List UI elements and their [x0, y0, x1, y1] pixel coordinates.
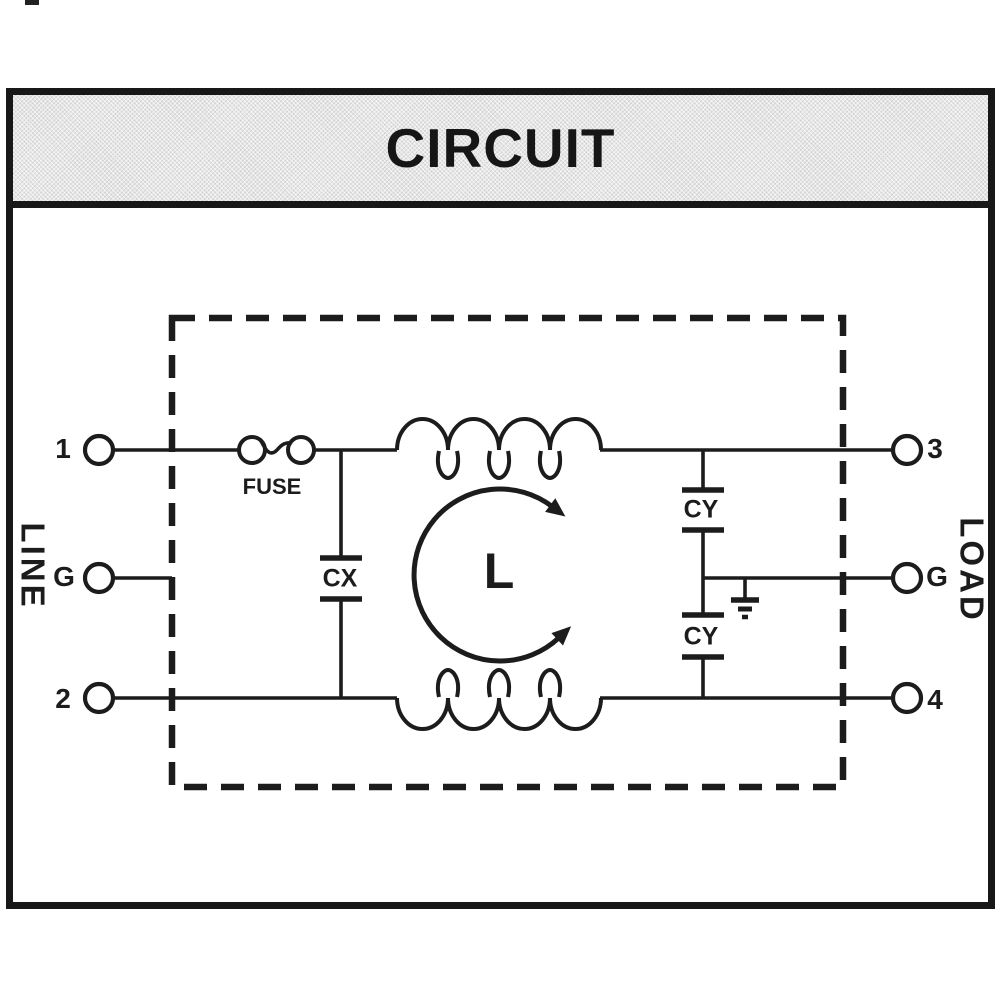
fuse-symbol: [237, 435, 316, 465]
choke-top-petal-3: [538, 450, 562, 481]
choke-bottom-petal-1: [436, 667, 460, 698]
fuse-label: FUSE: [242, 474, 302, 499]
choke-top-petal-2: [487, 450, 511, 481]
terminal-2-label: 2: [55, 683, 71, 714]
terminal-load-g-label: G: [926, 561, 948, 592]
scan-artifact: [25, 0, 39, 5]
terminal-1-label: 1: [55, 433, 71, 464]
cx-capacitor-symbol: [320, 555, 362, 602]
terminal-3-circle: [890, 433, 924, 467]
wires: [113, 448, 893, 700]
choke-bottom-petal-2: [487, 667, 511, 698]
winding-direction-arrow: [411, 486, 572, 664]
header-band: CIRCUIT: [13, 95, 988, 208]
fuse-link-squiggle: [259, 440, 293, 455]
fuse-left-circle: [237, 435, 267, 465]
terminal-2-circle: [82, 681, 116, 715]
terminal-3-label: 3: [927, 433, 943, 464]
choke-top-petal-1: [436, 450, 460, 481]
cx-label: CX: [322, 564, 358, 593]
terminal-4-circle: [890, 681, 924, 715]
direction-arrowhead-bottom: [551, 626, 572, 646]
cy-top-label: CY: [683, 495, 719, 524]
fuse-right-circle: [286, 435, 316, 465]
choke-bottom-bumps: [395, 697, 603, 731]
cy-capacitor-top-symbol: [682, 487, 724, 533]
direction-arrowhead-top: [545, 498, 566, 517]
page-title: CIRCUIT: [385, 117, 616, 179]
cy-bottom-label: CY: [683, 622, 719, 651]
earth-ground-icon: [731, 578, 759, 620]
terminal-line-g-circle: [82, 561, 116, 595]
choke-top-bumps: [395, 417, 603, 451]
terminals: [82, 433, 924, 715]
choke-bottom-petal-3: [538, 667, 562, 698]
enclosure-dashed-border: [168, 314, 847, 791]
choke-bottom-winding: [395, 667, 603, 731]
cy-capacitor-bottom-symbol: [682, 612, 724, 660]
line-side-label: LINE: [14, 522, 52, 610]
terminal-line-g-label: G: [53, 561, 75, 592]
terminal-load-g-circle: [890, 561, 924, 595]
inductor-label: L: [483, 543, 515, 599]
terminal-1-circle: [82, 433, 116, 467]
load-side-label: LOAD: [953, 517, 991, 623]
terminal-4-label: 4: [927, 684, 943, 715]
choke-top-winding: [395, 417, 603, 481]
direction-arc: [411, 486, 561, 664]
